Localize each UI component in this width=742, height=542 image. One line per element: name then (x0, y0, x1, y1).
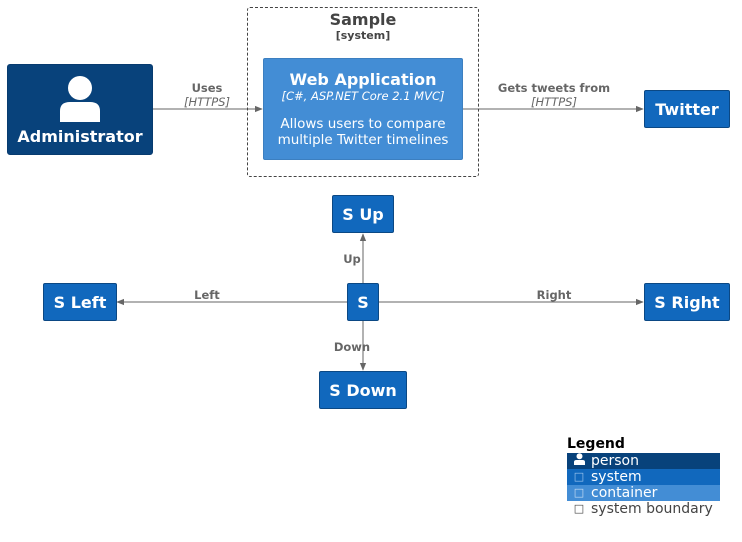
s-label: S (357, 292, 369, 312)
system-boundary-sample: Sample [system] (247, 7, 479, 177)
web-app-tech: [C#, ASP.NET Core 2.1 MVC] (281, 89, 445, 103)
boundary-icon: □ (573, 502, 585, 515)
edge-up-label: Up (343, 252, 361, 266)
twitter-label: Twitter (655, 99, 719, 119)
web-app-desc-line1: Allows users to compare (280, 116, 446, 132)
legend-item-system: □ system (567, 469, 720, 485)
s-down-system[interactable]: S Down (319, 371, 407, 409)
legend-system-label: system (591, 469, 642, 485)
legend-item-container: □ container (567, 485, 720, 501)
administrator-label: Administrator (17, 127, 143, 146)
edge-uses-tech: [HTTPS] (184, 95, 230, 109)
edge-down-label: Down (334, 340, 370, 354)
legend-item-boundary: □ system boundary (567, 501, 720, 517)
s-right-label: S Right (654, 292, 720, 312)
web-app-desc-line2: multiple Twitter timelines (277, 132, 449, 148)
web-app-label: Web Application (289, 70, 437, 89)
boundary-title: Sample (329, 10, 397, 29)
s-down-label: S Down (329, 380, 397, 400)
edge-gets-tweets-label: Gets tweets from (498, 81, 610, 95)
legend-container-label: container (591, 485, 658, 501)
administrator-person[interactable]: Administrator (7, 64, 153, 155)
container-icon: □ (573, 486, 585, 499)
web-application-container[interactable]: Web Application [C#, ASP.NET Core 2.1 MV… (263, 58, 463, 160)
edge-right-label: Right (537, 288, 572, 302)
legend-item-person: person (567, 452, 720, 470)
s-up-system[interactable]: S Up (332, 195, 394, 233)
edge-left-label: Left (194, 288, 220, 302)
legend-title: Legend (567, 436, 625, 452)
person-icon (60, 76, 100, 122)
s-left-system[interactable]: S Left (43, 283, 117, 321)
boundary-type: [system] (335, 29, 391, 42)
legend: Legend person □ system □ container □ sys… (567, 436, 720, 517)
legend-boundary-label: system boundary (591, 501, 713, 517)
person-icon (571, 452, 587, 470)
edge-uses-label: Uses (192, 81, 223, 95)
s-left-label: S Left (53, 292, 107, 312)
s-system[interactable]: S (347, 283, 379, 321)
s-right-system[interactable]: S Right (644, 283, 730, 321)
system-icon: □ (573, 470, 585, 483)
s-up-label: S Up (342, 204, 384, 224)
twitter-system[interactable]: Twitter (644, 90, 730, 128)
edge-gets-tweets-tech: [HTTPS] (531, 95, 577, 109)
legend-person-label: person (591, 453, 639, 469)
